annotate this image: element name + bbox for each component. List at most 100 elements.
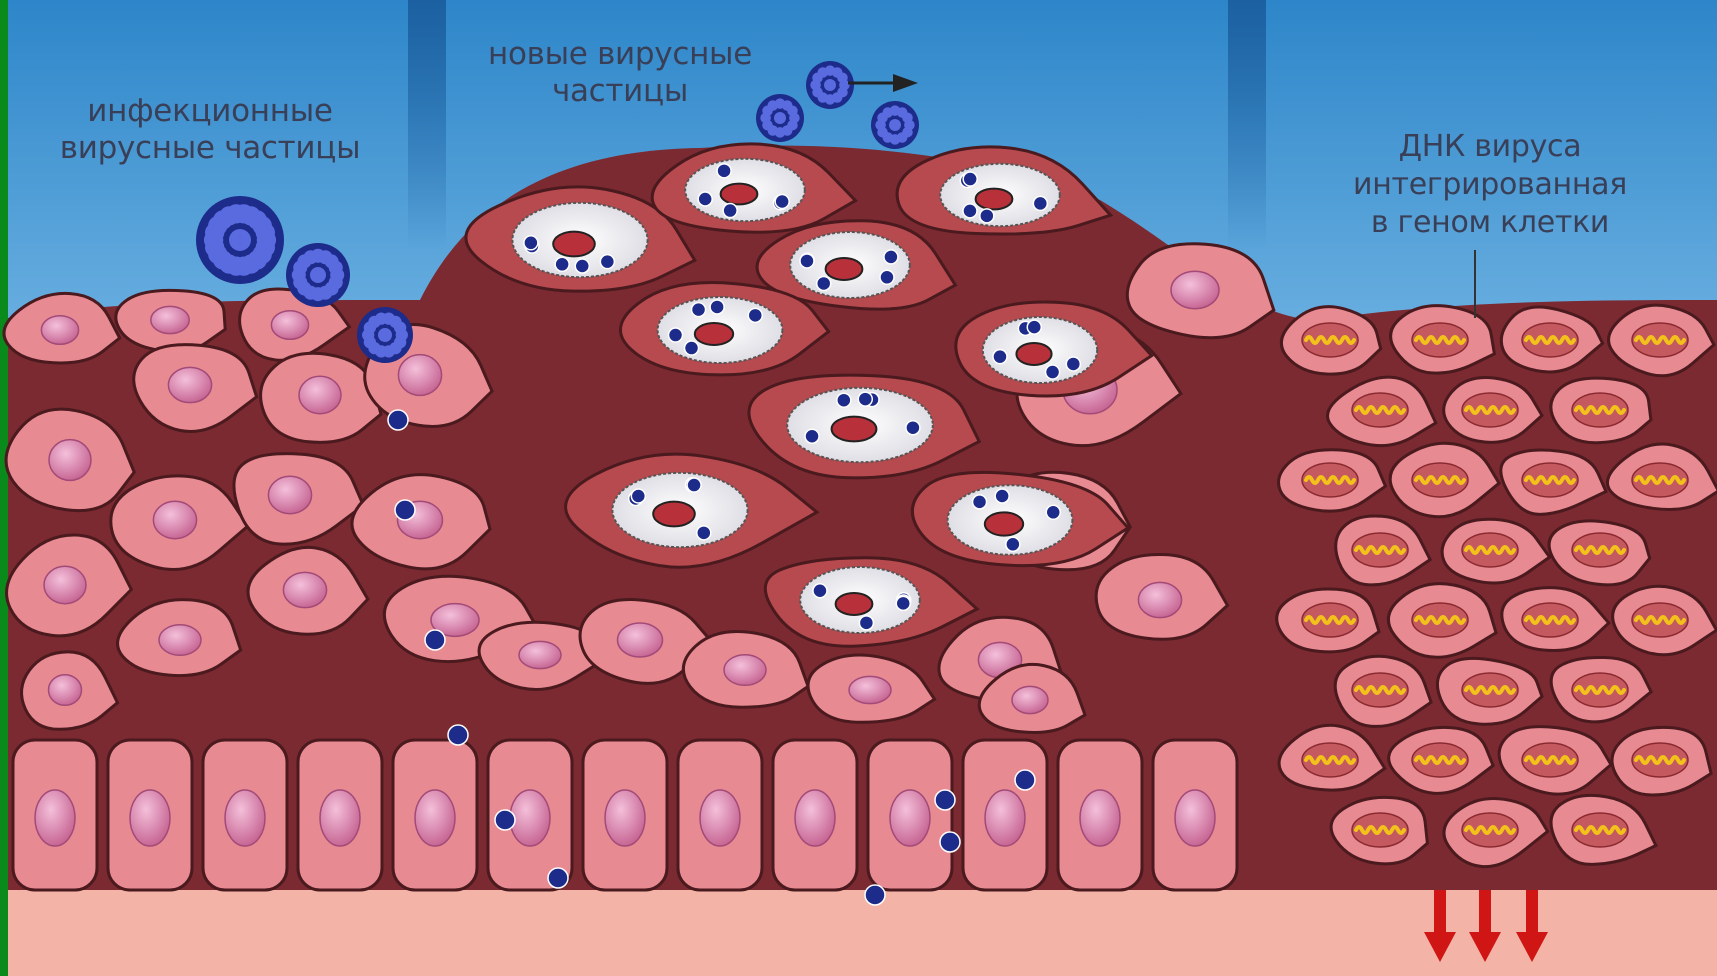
down-arrows: [1424, 890, 1548, 962]
nucleus-icon: [985, 790, 1025, 846]
capsomere: [329, 261, 343, 275]
capsomere: [229, 229, 251, 251]
nucleus-icon: [415, 790, 455, 846]
virus-particle-icon: [748, 308, 762, 322]
nucleus-icon: [1080, 790, 1120, 846]
dermis-layer: [0, 890, 1717, 976]
capsomere: [889, 119, 901, 131]
virus-particle-icon: [806, 61, 854, 109]
squamous-cell: [116, 290, 225, 351]
left-border: [0, 0, 8, 976]
integrated-dna-label: ДНК вируса интегрированная в геном клетк…: [1300, 128, 1680, 242]
virus-particle-icon: [963, 172, 977, 186]
virus-particle-icon: [871, 101, 919, 149]
basal-cell: [298, 740, 382, 890]
virus-particle-icon: [865, 885, 885, 905]
chromatin-icon: [695, 323, 733, 345]
basal-cell: [868, 740, 952, 890]
virus-particle-icon: [963, 204, 977, 218]
basal-cell: [963, 740, 1047, 890]
capsomere: [256, 223, 275, 242]
integrated-dna-cell: [1277, 589, 1379, 652]
virus-particle-icon: [906, 421, 920, 435]
label-line: новые вирусные: [430, 36, 810, 73]
chromatin-icon: [721, 184, 758, 205]
virus-particle-icon: [995, 489, 1009, 503]
arrow-shaft: [1526, 890, 1538, 935]
basal-cell: [108, 740, 192, 890]
virus-particle-icon: [697, 526, 711, 540]
virus-particle-icon: [858, 392, 872, 406]
virus-particle-icon: [685, 341, 699, 355]
nucleus-icon: [519, 641, 561, 668]
integrated-dna-cell: [1391, 306, 1495, 373]
nucleus-icon: [168, 367, 211, 402]
virus-particle-icon: [687, 478, 701, 492]
virus-particle-icon: [1046, 365, 1060, 379]
nucleus-icon: [49, 675, 82, 706]
virus-particle-icon: [896, 596, 910, 610]
basal-cell: [13, 740, 97, 890]
nucleus-icon: [1012, 686, 1048, 713]
nucleus-icon: [700, 790, 740, 846]
label-line: частицы: [430, 73, 810, 110]
virus-particle-icon: [775, 195, 789, 209]
nucleus-icon: [299, 376, 341, 413]
label-line: вирусные частицы: [20, 130, 400, 167]
virus-particle-icon: [1027, 320, 1041, 334]
label-line: инфекционные: [20, 93, 400, 130]
infectious-particles-label: инфекционные вирусные частицы: [20, 93, 400, 167]
capsomere: [378, 328, 392, 342]
virus-particle-icon: [940, 832, 960, 852]
virus-particle-icon: [1006, 537, 1020, 551]
nucleus-icon: [41, 316, 78, 345]
virus-particle-icon: [884, 250, 898, 264]
basal-cell: [393, 740, 477, 890]
nucleus-icon: [283, 572, 326, 607]
nucleus-icon: [35, 790, 75, 846]
virus-particle-icon: [880, 270, 894, 284]
virus-particle-icon: [448, 725, 468, 745]
nucleus-icon: [724, 655, 766, 686]
nucleus-icon: [271, 311, 308, 340]
integrated-dna-cell: [1551, 378, 1651, 443]
nucleus-icon: [151, 306, 189, 333]
nucleus-icon: [153, 501, 196, 538]
virus-particle-icon: [692, 303, 706, 317]
virus-particle-icon: [710, 300, 724, 314]
label-line: в геном клетки: [1300, 204, 1680, 242]
virus-particle-icon: [817, 276, 831, 290]
virus-particle-icon: [600, 255, 614, 269]
virus-particle-icon: [555, 257, 569, 271]
virus-particle-icon: [388, 410, 408, 430]
chromatin-icon: [826, 258, 863, 280]
arrow-shaft: [1434, 890, 1446, 935]
chromatin-icon: [1016, 343, 1051, 365]
capsomere: [837, 73, 848, 84]
nucleus-icon: [510, 790, 550, 846]
chromatin-icon: [985, 512, 1023, 535]
nucleus-icon: [1138, 582, 1181, 617]
virus-particle-icon: [425, 630, 445, 650]
chromatin-icon: [832, 417, 877, 442]
virus-particle-icon: [1066, 357, 1080, 371]
new-particles-label: новые вирусные частицы: [430, 36, 810, 110]
capsomere: [394, 322, 406, 334]
basal-cell: [583, 740, 667, 890]
arrow-shaft: [1479, 890, 1491, 935]
nucleus-icon: [618, 623, 663, 657]
virus-particle-icon: [717, 164, 731, 178]
virus-particle-icon: [357, 307, 413, 363]
basal-cell: [773, 740, 857, 890]
nucleus-icon: [398, 355, 441, 396]
nucleus-icon: [890, 790, 930, 846]
nucleus-icon: [1171, 271, 1219, 308]
virus-particle-icon: [286, 243, 350, 307]
basal-cell: [1058, 740, 1142, 890]
virus-particle-icon: [973, 495, 987, 509]
basal-cell: [1153, 740, 1237, 890]
nucleus-icon: [795, 790, 835, 846]
virus-particle-icon: [723, 204, 737, 218]
virus-particle-icon: [813, 584, 827, 598]
